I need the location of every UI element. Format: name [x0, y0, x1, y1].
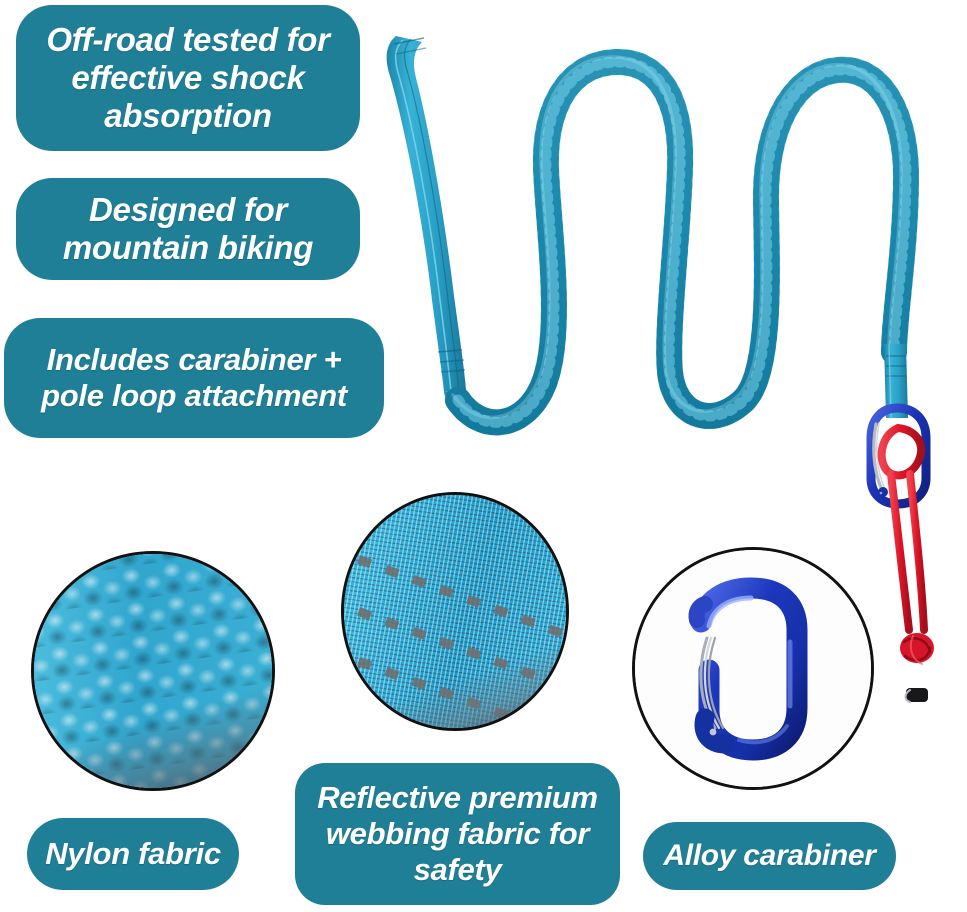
- cord-end-clip: [904, 688, 928, 703]
- callout-label: Off-road tested for effective shock abso…: [46, 20, 330, 135]
- callout-designed-for-mountain-biking: Designed for mountain biking: [16, 178, 360, 280]
- callout-includes-carabiner-pole-loop: Includes carabiner + pole loop attachmen…: [4, 318, 384, 438]
- product-photo: [370, 0, 967, 720]
- webbing-tail: [884, 343, 908, 419]
- callout-label: Designed for mountain biking: [62, 190, 314, 266]
- callout-label: Reflective premium webbing fabric for sa…: [317, 780, 598, 887]
- callout-alloy-carabiner: Alloy carabiner: [643, 822, 896, 890]
- callout-nylon-fabric: Nylon fabric: [27, 818, 239, 890]
- detail-circle-alloy-carabiner: [632, 547, 874, 790]
- detail-circle-nylon-fabric: [31, 551, 275, 791]
- detail-circle-reflective-webbing: [341, 492, 569, 731]
- callout-label: Nylon fabric: [45, 836, 221, 872]
- bungee-cord: [445, 48, 920, 436]
- callout-label: Alloy carabiner: [663, 838, 876, 872]
- callout-reflective-webbing: Reflective premium webbing fabric for sa…: [295, 763, 620, 905]
- alloy-carabiner-illustration: [688, 577, 808, 761]
- callout-off-road-tested: Off-road tested for effective shock abso…: [16, 5, 360, 151]
- cord-knot: [900, 633, 934, 665]
- webbing-handle-loop: [386, 36, 466, 408]
- callout-label: Includes carabiner + pole loop attachmen…: [41, 342, 347, 413]
- pole-loop-cord: [877, 423, 934, 703]
